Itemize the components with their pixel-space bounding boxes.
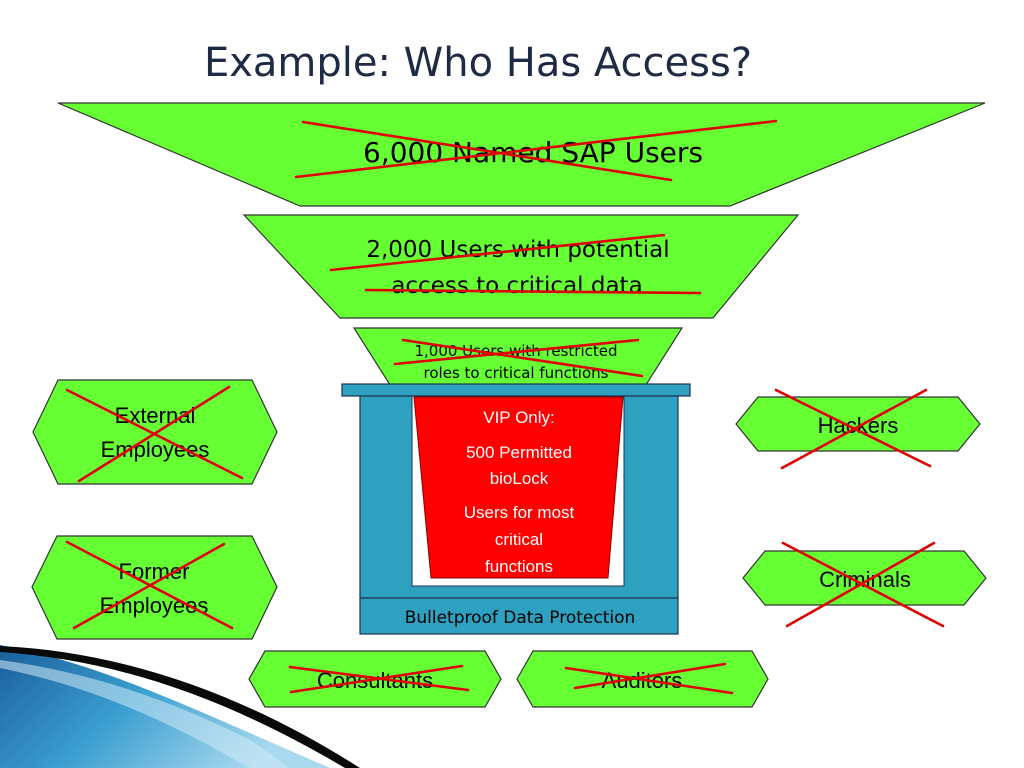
group-external-employees: External Employees — [32, 379, 278, 485]
vip-funnel — [413, 396, 624, 579]
vault-label: Bulletproof Data Protection — [405, 608, 636, 628]
vip-line-6: functions — [485, 557, 553, 576]
funnel-tier-2: 2,000 Users with potential access to cri… — [242, 214, 800, 319]
group-auditors: Auditors — [516, 650, 769, 708]
funnel-tier-3: 1,000 Users with restricted roles to cri… — [352, 327, 684, 389]
criminals-label: Criminals — [819, 567, 911, 592]
funnel-tier-3-line-2: roles to critical functions — [424, 364, 609, 382]
vip-line-4: Users for most — [464, 503, 575, 522]
corner-swoosh — [0, 645, 360, 768]
group-hackers: Hackers — [735, 388, 981, 470]
vip-line-5: critical — [495, 530, 543, 549]
bulletproof-vault: VIP Only: 500 Permitted bioLock Users fo… — [341, 383, 691, 635]
vip-line-1: VIP Only: — [483, 408, 555, 427]
funnel-tier-1: 6,000 Named SAP Users — [57, 102, 986, 207]
former-line-1: Former — [119, 559, 190, 584]
slide-title: Example: Who Has Access? — [204, 40, 752, 86]
group-consultants: Consultants — [248, 650, 502, 708]
external-line-2: Employees — [101, 437, 210, 462]
group-former-employees: Former Employees — [31, 535, 278, 640]
vip-line-3: bioLock — [490, 469, 549, 488]
group-criminals: Criminals — [742, 541, 987, 628]
funnel-tier-2-line-2: access to critical data — [391, 273, 642, 299]
vip-line-2: 500 Permitted — [466, 443, 572, 462]
